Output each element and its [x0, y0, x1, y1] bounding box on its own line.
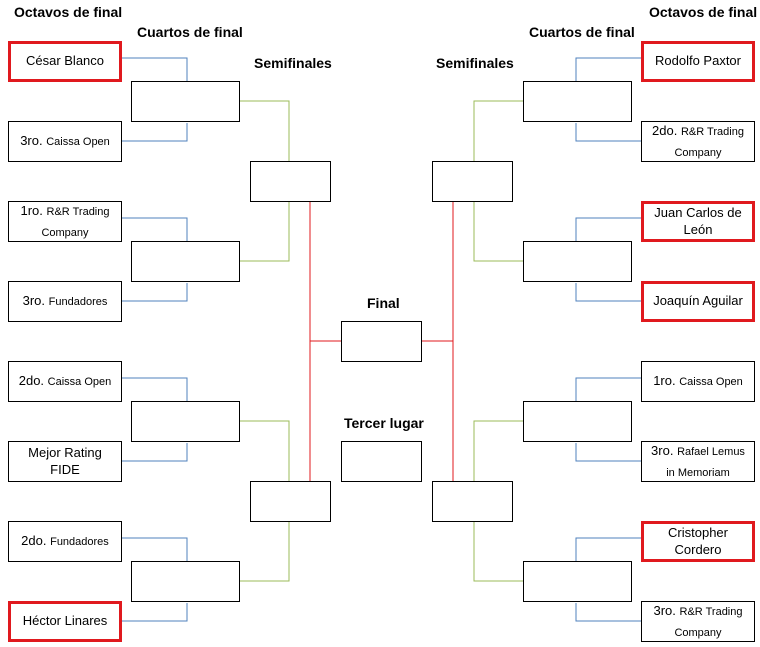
entry-rank-prefix: 2do. — [21, 533, 51, 549]
left-semifinal-box-1 — [250, 161, 331, 202]
right-round16-connector — [575, 57, 641, 81]
entry-name: Joaquín Aguilar — [653, 293, 743, 309]
left-round16-entry: 1ro. R&R Trading Company — [8, 201, 122, 242]
entry-name: César Blanco — [25, 53, 105, 69]
right-round16-connector — [575, 537, 641, 561]
right-round16-entry: 3ro. R&R Trading Company — [641, 601, 755, 642]
right-round16-entry: Rodolfo Paxtor — [641, 41, 755, 82]
right-round16-entry: Cristopher Cordero — [641, 521, 755, 562]
right-quarter-connector — [473, 522, 523, 582]
left-round16-entry: Mejor Rating FIDE — [8, 441, 122, 482]
left-round16-connector — [122, 57, 188, 81]
entry-name: Caissa Open — [47, 376, 112, 389]
left-quarterfinal-box-4 — [131, 561, 240, 602]
right-quarterfinal-box-3 — [523, 401, 632, 442]
final-box — [341, 321, 422, 362]
right-round16-entry: 2do. R&R Trading Company — [641, 121, 755, 162]
third-place-box — [341, 441, 422, 482]
entry-name: R&R Trading Company — [674, 125, 744, 159]
entry-name: R&R Trading Company — [674, 605, 743, 639]
left-quarter-connector — [240, 420, 290, 481]
right-round16-connector — [575, 443, 641, 462]
left-round16-entry: 3ro. Caissa Open — [8, 121, 122, 162]
entry-rank-prefix: 3ro. — [653, 602, 680, 618]
right-round16-connector — [575, 123, 641, 142]
entry-name: Mejor Rating FIDE — [28, 444, 102, 477]
entry-rank-prefix: 3ro. — [22, 293, 49, 309]
left-quarter-connector — [240, 100, 290, 161]
left-round16-connector — [122, 443, 188, 462]
left-round16-connector — [122, 283, 188, 302]
entry-name: Rodolfo Paxtor — [655, 53, 741, 69]
right-round16-entry: 3ro. Rafael Lemus in Memoriam — [641, 441, 755, 482]
left-quarter-connector — [240, 202, 290, 262]
entry-name: R&R Trading Company — [41, 205, 110, 239]
right-quarterfinal-box-2 — [523, 241, 632, 282]
entry-rank-prefix: 3ro. — [651, 442, 678, 458]
left-round16-entry: 2do. Caissa Open — [8, 361, 122, 402]
entry-name: Fundadores — [50, 536, 109, 549]
left-round16-entry: 3ro. Fundadores — [8, 281, 122, 322]
left-semifinal-box-2 — [250, 481, 331, 522]
entry-name: Juan Carlos de León — [654, 204, 742, 237]
entry-name: Cristopher Cordero — [668, 524, 728, 557]
header-third-place: Tercer lugar — [344, 415, 424, 431]
right-quarter-connector — [473, 420, 523, 481]
header-right-round16: Octavos de final — [649, 4, 758, 20]
right-quarterfinal-box-4 — [523, 561, 632, 602]
left-quarter-connector — [240, 522, 290, 582]
header-right-quarters: Cuartos de final — [529, 24, 635, 40]
right-round16-connector — [575, 283, 641, 302]
left-round16-entry: César Blanco — [8, 41, 122, 82]
right-round16-entry: 1ro. Caissa Open — [641, 361, 755, 402]
entry-name: Caissa Open — [679, 376, 743, 389]
entry-rank-prefix: 1ro. — [20, 202, 47, 218]
entry-rank-prefix: 2do. — [18, 373, 48, 389]
header-left-round16: Octavos de final — [14, 4, 123, 20]
right-round16-entry: Joaquín Aguilar — [641, 281, 755, 322]
right-semifinal-box-2 — [432, 481, 513, 522]
right-quarter-connector — [473, 202, 523, 262]
left-round16-connector — [122, 123, 188, 142]
header-left-semis: Semifinales — [254, 55, 332, 71]
entry-rank-prefix: 3ro. — [20, 133, 47, 149]
right-quarter-connector — [473, 100, 523, 161]
left-round16-entry: Héctor Linares — [8, 601, 122, 642]
header-right-semis: Semifinales — [436, 55, 514, 71]
header-final: Final — [367, 295, 400, 311]
left-round16-connector — [122, 377, 188, 401]
right-round16-connector — [575, 217, 641, 241]
entry-name: Caissa Open — [46, 136, 110, 149]
right-round16-connector — [575, 603, 641, 622]
entry-name: Héctor Linares — [22, 613, 108, 629]
entry-rank-prefix: 1ro. — [653, 373, 680, 389]
entry-name: Fundadores — [48, 296, 108, 309]
right-quarterfinal-box-1 — [523, 81, 632, 122]
header-left-quarters: Cuartos de final — [137, 24, 243, 40]
left-round16-connector — [122, 537, 188, 561]
entry-name: Rafael Lemus in Memoriam — [666, 445, 745, 479]
left-round16-entry: 2do. Fundadores — [8, 521, 122, 562]
entry-rank-prefix: 2do. — [652, 122, 681, 138]
left-quarterfinal-box-2 — [131, 241, 240, 282]
left-round16-connector — [122, 217, 188, 241]
right-semifinal-box-1 — [432, 161, 513, 202]
left-round16-connector — [122, 603, 188, 622]
left-quarterfinal-box-1 — [131, 81, 240, 122]
left-quarterfinal-box-3 — [131, 401, 240, 442]
right-round16-connector — [575, 377, 641, 401]
right-round16-entry: Juan Carlos de León — [641, 201, 755, 242]
